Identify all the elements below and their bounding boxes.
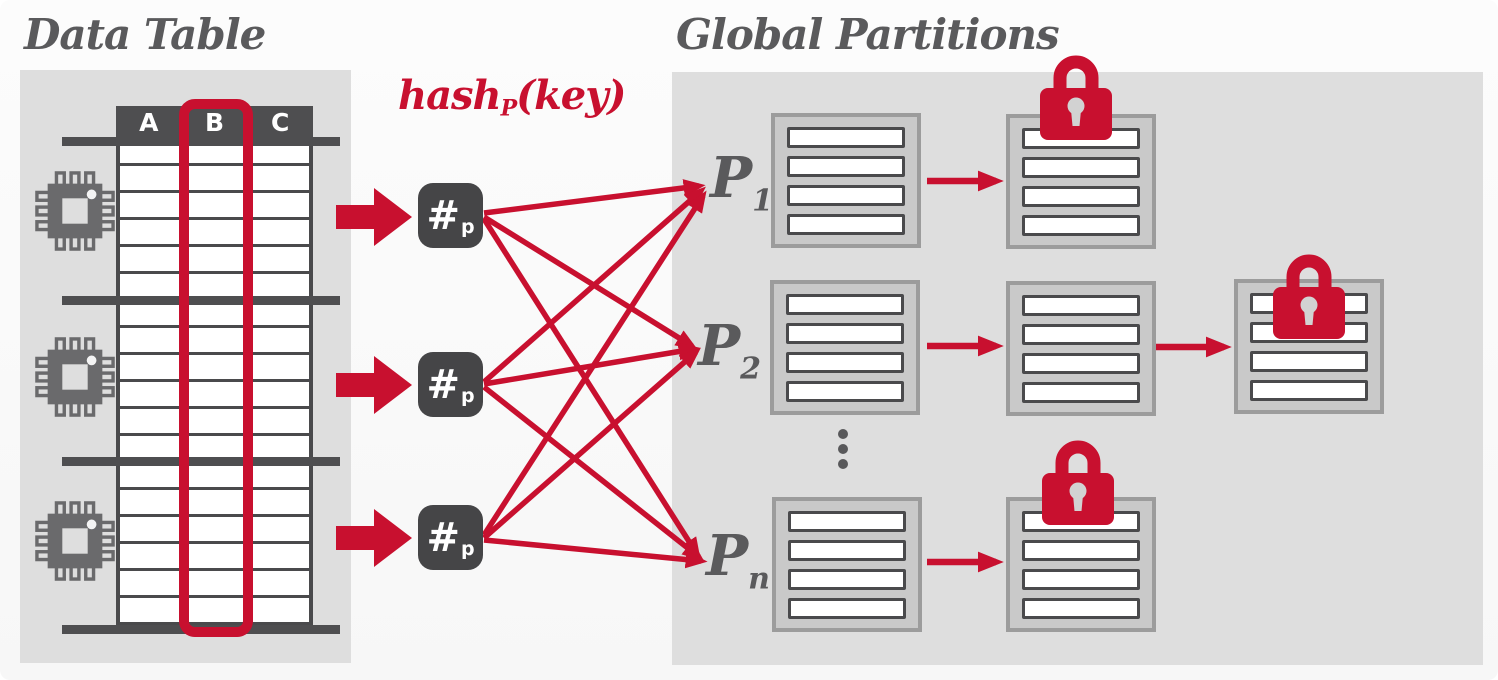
table-row xyxy=(120,220,309,247)
partition-box xyxy=(772,497,922,632)
table-row xyxy=(120,409,309,436)
record-bar xyxy=(788,568,906,590)
record-bar xyxy=(1022,214,1140,236)
table-row xyxy=(120,382,309,409)
ellipsis-dot xyxy=(838,444,848,454)
hash-line xyxy=(482,214,698,350)
cpu-icon xyxy=(35,501,115,581)
hash-line xyxy=(483,537,708,569)
global-partitions-title: Global Partitions xyxy=(676,10,1060,59)
hash-formula-label: hashP(key) xyxy=(398,72,626,122)
record-bar xyxy=(1022,185,1140,207)
partition-label-p2: P2 xyxy=(698,313,761,387)
table-row xyxy=(120,517,309,544)
hash-line xyxy=(483,179,706,216)
partition-label-p1: P1 xyxy=(710,145,773,219)
table-row xyxy=(120,463,309,490)
more-partitions-ellipsis xyxy=(838,429,848,469)
section-divider-bar xyxy=(62,137,340,146)
hash-line xyxy=(482,347,701,541)
record-bar xyxy=(1022,352,1140,374)
record-bar xyxy=(1022,156,1140,178)
hash-line xyxy=(482,186,706,385)
section-divider-bar xyxy=(62,457,340,466)
record-bar xyxy=(788,597,906,619)
record-bar xyxy=(786,322,904,344)
partition-box xyxy=(1006,281,1156,416)
record-bar xyxy=(1250,379,1368,401)
hash-line xyxy=(483,342,701,387)
record-bar xyxy=(1250,350,1368,372)
cpu-icon xyxy=(35,337,115,417)
partition-label-pn: Pn xyxy=(706,523,770,597)
table-row xyxy=(120,598,309,625)
hash-fanout-lines xyxy=(481,179,708,569)
hash-node: #p xyxy=(418,505,483,570)
partition-box xyxy=(770,280,920,415)
record-bar xyxy=(788,539,906,561)
column-divider xyxy=(180,139,184,625)
ellipsis-dot xyxy=(838,459,848,469)
hash-node: #p xyxy=(418,183,483,248)
table-row xyxy=(120,166,309,193)
section-divider-bar xyxy=(62,296,340,305)
record-bar xyxy=(787,213,905,235)
lock-icon xyxy=(1042,440,1114,525)
table-row xyxy=(120,328,309,355)
cpu-icon xyxy=(35,171,115,251)
record-bar xyxy=(1022,597,1140,619)
record-bar xyxy=(1022,381,1140,403)
hash-line xyxy=(481,190,707,537)
column-header-c: C xyxy=(271,108,290,137)
table-row xyxy=(120,571,309,598)
ellipsis-dot xyxy=(838,429,848,439)
partition-box-locked xyxy=(1006,497,1156,632)
hash-line xyxy=(481,217,701,560)
table-row xyxy=(120,301,309,328)
table-row xyxy=(120,544,309,571)
table-row xyxy=(120,247,309,274)
table-body xyxy=(116,139,313,625)
partition-box xyxy=(771,113,921,248)
lock-icon xyxy=(1040,55,1112,140)
column-divider xyxy=(249,139,253,625)
record-bar xyxy=(1022,539,1140,561)
record-bar xyxy=(786,351,904,373)
record-bar xyxy=(786,293,904,315)
data-table-title: Data Table xyxy=(24,10,266,59)
section-divider-bar xyxy=(62,625,340,634)
table-row xyxy=(120,355,309,382)
lock-icon xyxy=(1273,254,1345,339)
table-row xyxy=(120,490,309,517)
record-bar xyxy=(788,510,906,532)
hash-node: #p xyxy=(418,352,483,417)
hash-line xyxy=(482,384,705,562)
table-header: A B C xyxy=(116,106,313,139)
record-bar xyxy=(787,126,905,148)
column-header-a: A xyxy=(139,108,159,137)
column-header-b: B xyxy=(204,108,225,137)
record-bar xyxy=(1022,568,1140,590)
record-bar xyxy=(787,184,905,206)
record-bar xyxy=(1022,294,1140,316)
table-row xyxy=(120,193,309,220)
record-bar xyxy=(787,155,905,177)
record-bar xyxy=(786,380,904,402)
record-bar xyxy=(1022,323,1140,345)
